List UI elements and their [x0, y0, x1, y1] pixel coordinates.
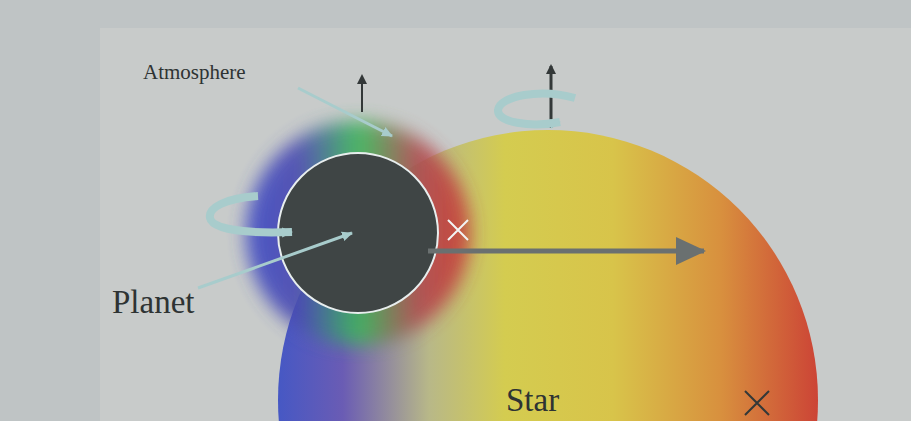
leader-line: [198, 233, 352, 288]
planet-rotation: [210, 196, 292, 232]
part-label: Star: [506, 384, 559, 417]
part-label: Atmosphere: [143, 62, 246, 83]
leader-line: [298, 88, 392, 136]
star-rotation: [498, 94, 575, 125]
cross-mark: [448, 220, 468, 240]
part-label: Planet: [112, 286, 194, 319]
star-disc: [278, 130, 818, 421]
planet-axis: [361, 76, 363, 112]
cross-mark: [745, 391, 769, 415]
planet-disc: [278, 153, 438, 313]
motion-arrow: [428, 249, 704, 254]
